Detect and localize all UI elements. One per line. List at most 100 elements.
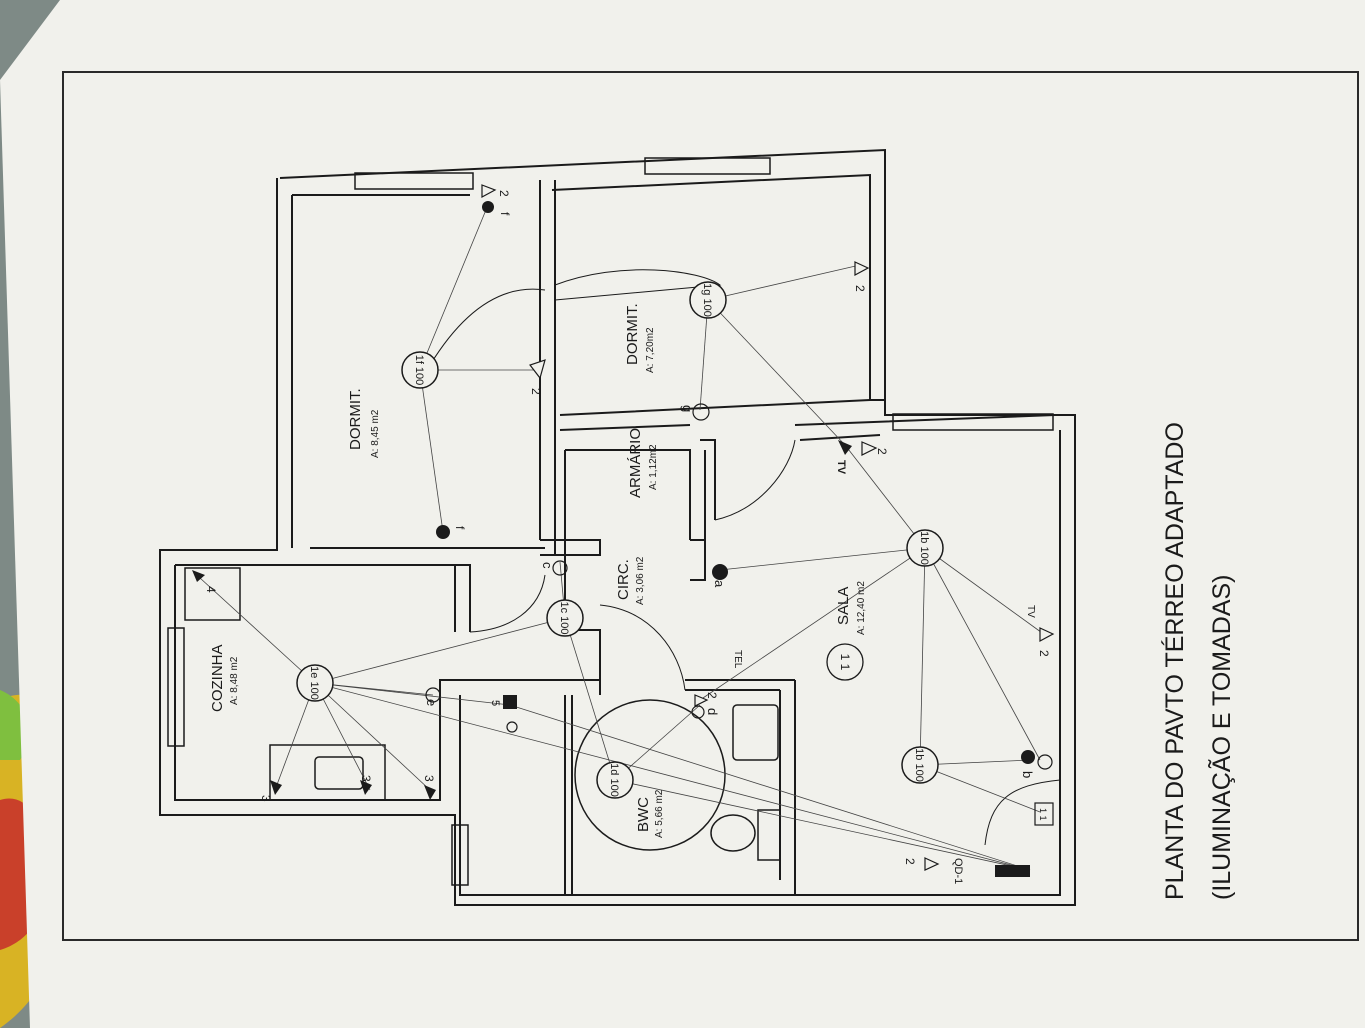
svg-text:2: 2 xyxy=(853,285,867,292)
outlet-entry xyxy=(924,857,940,871)
floor-plan-walls xyxy=(159,148,1076,906)
switch-a-label: a xyxy=(712,580,727,588)
room-label-circ: CIRC. A: 3,06 m2 xyxy=(615,556,646,605)
doorbell-icon xyxy=(1034,802,1054,826)
room-name: COZINHA xyxy=(209,645,226,713)
switch-5-label: 5 xyxy=(489,700,501,706)
switch-b2-icon xyxy=(1037,754,1053,770)
room-label-cozinha: COZINHA A: 8,48 m2 xyxy=(209,645,240,713)
luminaire-sala-2: 1b 100 xyxy=(901,746,939,784)
sala-circuit-mark: 1 1 xyxy=(826,643,864,681)
outlets-filled xyxy=(192,440,852,800)
window-dorm2 xyxy=(644,157,771,175)
svg-text:4: 4 xyxy=(204,586,218,593)
outlet-3-mid xyxy=(360,780,372,795)
outlet-4-stove xyxy=(192,570,205,582)
kitchen-sink xyxy=(314,756,364,790)
toilet-tank xyxy=(757,809,781,861)
svg-text:2: 2 xyxy=(529,388,543,395)
switch-b-icon xyxy=(1021,750,1035,764)
qd-icon xyxy=(995,865,1030,877)
luminaire-icon xyxy=(546,599,584,637)
stove xyxy=(184,567,241,621)
switch-c-icon xyxy=(552,560,568,576)
room-label-bwc: BWC A: 5,66 m2 xyxy=(635,789,665,838)
room-area: A: 3,06 m2 xyxy=(635,556,646,605)
svg-text:3: 3 xyxy=(359,775,373,782)
luminaire-label: 1e 100 xyxy=(308,666,320,700)
outlet-labels: 2 2 2 2 2 2 2 3 3 3 4 TV TV TEL xyxy=(204,190,1051,865)
switch-c-label: c xyxy=(540,562,555,569)
plan-title: PLANTA DO PAVTO TÉRREO ADAPTADO xyxy=(1160,422,1189,900)
room-area: A: 1,12m2 xyxy=(648,444,659,490)
room-name: DORMIT. xyxy=(624,303,641,365)
door-entry xyxy=(984,779,1061,846)
switch-g-label: g xyxy=(680,405,695,412)
luminaire-icon xyxy=(689,281,727,319)
outlet-3-right xyxy=(424,785,436,800)
switch-e-label: e xyxy=(424,699,439,706)
room-name: ARMÁRIO xyxy=(627,428,644,498)
room-area: A: 5,66 m2 xyxy=(654,789,665,838)
room-area: A: 7,20m2 xyxy=(645,327,656,373)
outlet-dorm2 xyxy=(854,261,870,277)
room-label-armario: ARMÁRIO A: 1,12m2 xyxy=(627,428,659,498)
luminaire-dorm2: 1g 100 xyxy=(689,281,727,319)
room-label-dorm2: DORMIT. A: 7,20m2 xyxy=(624,303,656,373)
drawing-frame xyxy=(62,71,1359,941)
luminaire-icon xyxy=(906,529,944,567)
svg-text:TV: TV xyxy=(835,460,847,475)
room-name: CIRC. xyxy=(615,559,632,600)
luminaire-dorm1: 1f 100 xyxy=(401,351,439,389)
outlets xyxy=(481,184,1055,871)
switch-f2-label: f xyxy=(453,526,467,530)
svg-text:2: 2 xyxy=(705,692,719,699)
svg-text:2: 2 xyxy=(903,858,917,865)
outlet-bwc xyxy=(694,694,709,707)
luminaire-sala-1: 1b 100 xyxy=(906,529,944,567)
luminaire-label: 1d 100 xyxy=(608,763,620,797)
doorbell-label: 1 1 xyxy=(1038,808,1048,821)
room-area: A: 12,40 m2 xyxy=(856,581,867,635)
luminaire-label: 1f 100 xyxy=(413,355,425,386)
luminaire-label: 1c 100 xyxy=(558,601,570,634)
luminaire-circ: 1c 100 xyxy=(546,599,584,637)
outlet-sala-mid xyxy=(1039,627,1055,643)
switch-5-dot xyxy=(506,721,518,733)
luminaire-icon xyxy=(296,664,334,702)
door-sala-dorm xyxy=(714,439,796,521)
door-swings xyxy=(429,269,1061,846)
svg-text:3: 3 xyxy=(422,775,436,782)
bwc-sink xyxy=(732,704,779,761)
qd-panel: QD-1 1 1 xyxy=(952,802,1054,884)
plan-subtitle: (ILUMINAÇÃO E TOMADAS) xyxy=(1207,574,1236,900)
room-label-sala: SALA A: 12,40 m2 xyxy=(835,581,867,635)
window-bwc xyxy=(451,824,469,886)
door-dorm2 xyxy=(554,269,722,301)
svg-text:1 1: 1 1 xyxy=(838,654,852,671)
switch-b-label: b xyxy=(1020,771,1035,778)
svg-text:2: 2 xyxy=(1037,650,1051,657)
outlet-sala-tv xyxy=(861,441,878,456)
luminaire-cozinha: 1e 100 xyxy=(296,664,334,702)
qd-label: QD-1 xyxy=(952,858,964,884)
door-dorm1 xyxy=(429,288,546,366)
switch-f2-icon xyxy=(436,525,450,539)
room-label-dorm1: DORMIT. A: 8,45 m2 xyxy=(347,388,381,458)
door-circ xyxy=(469,574,546,633)
switches: f f g c e a d b 5 xyxy=(424,201,1053,778)
luminaire-label: 1g 100 xyxy=(701,283,713,317)
outlet-tv-filled xyxy=(838,440,852,455)
luminaire-label: 1b 100 xyxy=(918,531,930,565)
luminaire-icon xyxy=(901,746,939,784)
switch-d-label: d xyxy=(705,708,720,715)
door-bwc xyxy=(599,604,686,691)
room-area: A: 8,48 m2 xyxy=(229,656,240,705)
luminaire-label: 1b 100 xyxy=(913,748,925,782)
svg-text:TV: TV xyxy=(1025,605,1036,618)
switch-f-label: f xyxy=(498,212,512,216)
outlet-dorm1-top xyxy=(481,184,497,199)
outlet-3-left xyxy=(270,780,282,795)
switch-5-icon xyxy=(503,695,517,709)
